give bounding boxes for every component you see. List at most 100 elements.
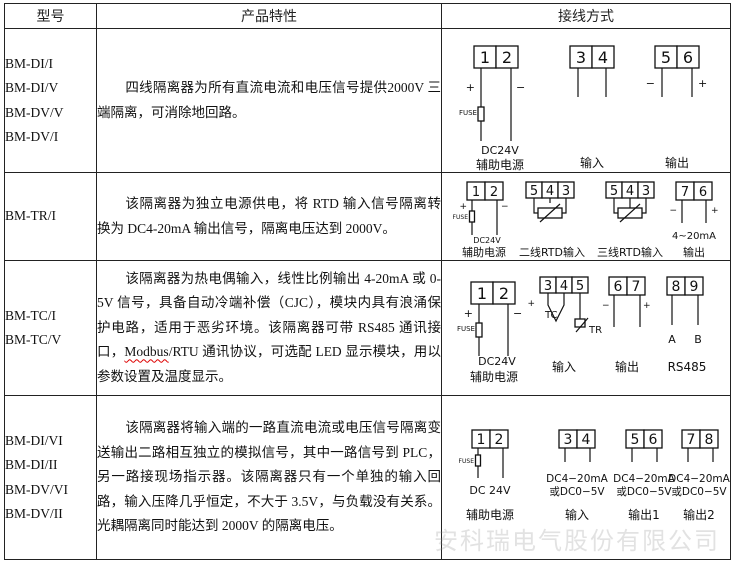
- model-name: BM-DV/II: [5, 506, 63, 521]
- signal-range-alt: 或DC0−5V: [671, 486, 727, 498]
- terminal-box: [693, 181, 713, 201]
- signal-range: DC4−20mA: [546, 473, 608, 485]
- rtd3-label: 三线RTD输入: [597, 245, 663, 259]
- wire: [471, 200, 498, 235]
- output-label: 输出: [683, 245, 705, 259]
- terminal-number: 6: [683, 48, 693, 67]
- features-cell: 该隔离器为独立电源供电，将 RTD 输入信号隔离转换为 DC4-20mA 输出信…: [96, 172, 442, 261]
- rs485-b-label: B: [694, 333, 702, 346]
- wire: [687, 448, 714, 462]
- model-name: BM-TR/I: [5, 208, 57, 224]
- terminal-number: 8: [705, 432, 714, 448]
- tr-label: TR: [588, 325, 602, 336]
- minus-sign: −: [602, 301, 610, 311]
- power-label: 辅助电源: [470, 370, 518, 384]
- wiring-diagram: 1 2 + − FUSE DC24V 辅助电源 3: [457, 276, 706, 384]
- wire: [681, 200, 707, 223]
- terminal-box: [495, 45, 519, 69]
- tr-arrow-icon: [575, 317, 589, 333]
- output2-label: 输出2: [683, 507, 715, 522]
- plus-sign: +: [464, 307, 473, 320]
- table-row: BM-DI/I BM-DI/V BM-DV/V BM-DV/I 四线隔离器为所有…: [4, 28, 731, 173]
- spellcheck-flagged-word: Modbus: [124, 344, 169, 360]
- plus-sign: +: [711, 206, 719, 216]
- terminal-number: 2: [495, 432, 504, 448]
- signal-range: DC4−20mA: [668, 473, 730, 485]
- terminal-number: 1: [472, 185, 480, 200]
- power-voltage: DC 24V: [469, 484, 511, 497]
- terminal-box: [676, 45, 700, 69]
- wire: [477, 448, 504, 478]
- terminal-box: [699, 429, 719, 449]
- table-row: BM-TR/I 该隔离器为独立电源供电，将 RTD 输入信号隔离转换为 DC4-…: [4, 172, 731, 261]
- terminal-number: 5: [631, 432, 640, 448]
- model-name: BM-DV/VI: [5, 481, 68, 497]
- output-terminal-block: 7 6 − + 4~20mA 输出: [669, 181, 719, 259]
- plus-sign: +: [459, 202, 467, 212]
- header-model: 型号: [4, 3, 97, 29]
- header-features: 产品特性: [96, 3, 442, 29]
- model-name: BM-DI/I: [5, 55, 53, 71]
- power-terminal-block: 1 2 + − FUSE DC24V 辅助电源: [457, 281, 522, 384]
- terminal-number: 4: [626, 184, 634, 199]
- signal-range-alt: 或DC0−5V: [549, 486, 605, 498]
- features-cell: 该隔离器为热电偶输入，线性比例输出 4-20mA 或 0-5V 信号，具备自动冷…: [96, 260, 442, 396]
- model-name: BM-TC/V: [5, 332, 62, 347]
- terminal-number: 1: [477, 432, 486, 448]
- header-wiring: 接线方式: [441, 3, 731, 29]
- terminal-number: 1: [477, 284, 487, 303]
- tc-input-terminal-block: 3 4 5 + TC TR 输入: [527, 276, 602, 374]
- signal-range: DC4−20mA: [613, 473, 675, 485]
- wire: [480, 68, 512, 141]
- thermocouple-icon: [547, 293, 581, 323]
- spec-table: 型号 产品特性 接线方式 BM-DI/I BM-DI/V BM-DV/V BM-…: [4, 3, 731, 560]
- plus-sign: +: [698, 77, 707, 90]
- terminal-number: 1: [480, 48, 490, 67]
- terminal-number: 4: [546, 184, 554, 199]
- wiring-diagram: 1 2 + − FUSE DC24V 辅助电源 3: [459, 45, 707, 172]
- wire: [533, 198, 567, 214]
- fuse-icon: [475, 322, 483, 338]
- power-label: 辅助电源: [476, 158, 524, 172]
- model-name: BM-DI/V: [5, 80, 59, 95]
- features-text: 该隔离器将输入端的一路直流电流或电压信号隔离变送输出二路相互独立的模拟信号，其中…: [97, 420, 441, 534]
- terminal-number: 7: [687, 432, 696, 448]
- wire: [661, 68, 693, 97]
- features-text-part: /RTU 通讯协议，可选配 LED 显示模块，用以参数设置及温度显示。: [97, 344, 442, 384]
- rtd2-label: 二线RTD输入: [519, 245, 585, 259]
- terminal-box: [484, 181, 504, 201]
- terminal-number: 6: [699, 185, 707, 200]
- fuse-icon: [474, 454, 482, 467]
- model-name: BM-TC/I: [5, 307, 57, 323]
- terminal-box: [684, 276, 704, 296]
- wire: [631, 448, 658, 462]
- fuse-label: FUSE: [457, 325, 475, 333]
- wire: [564, 448, 591, 462]
- output-terminal-block: 5 6 − + 输出: [646, 45, 707, 170]
- plus-sign: +: [527, 299, 535, 309]
- wiring-cell: 1 2 + − FUSE DC24V 辅助电源 5: [441, 172, 731, 261]
- signal-range-alt: 或DC0−5V: [616, 486, 672, 498]
- model-cell: BM-TR/I: [4, 172, 97, 261]
- power-voltage: DC24V: [473, 236, 501, 245]
- rtd-arrow-icon: [539, 203, 561, 223]
- fuse-icon: [477, 106, 485, 122]
- model-name: BM-DV/V: [5, 104, 64, 120]
- plus-sign: +: [466, 81, 475, 94]
- wiring-diagram: 1 2 + − FUSE DC24V 辅助电源 5: [453, 181, 719, 259]
- fuse-label: FUSE: [453, 214, 469, 221]
- output-label: 输出: [665, 155, 689, 170]
- input-terminal-block: 3 4 输入: [569, 45, 615, 170]
- input-label: 输入: [552, 359, 576, 374]
- terminal-number: 9: [690, 279, 699, 295]
- tc-label: TC: [544, 310, 558, 321]
- terminal-number: 4: [582, 432, 591, 448]
- wire: [478, 304, 509, 356]
- wire: [613, 295, 641, 327]
- terminal-number: 7: [681, 185, 689, 200]
- wire: [577, 68, 607, 97]
- output-label: 输出: [615, 359, 639, 374]
- wiring-cell: 1 2 + − FUSE DC24V 辅助电源 3: [441, 260, 731, 396]
- terminal-number: 4: [598, 48, 608, 67]
- minus-sign: −: [501, 202, 509, 212]
